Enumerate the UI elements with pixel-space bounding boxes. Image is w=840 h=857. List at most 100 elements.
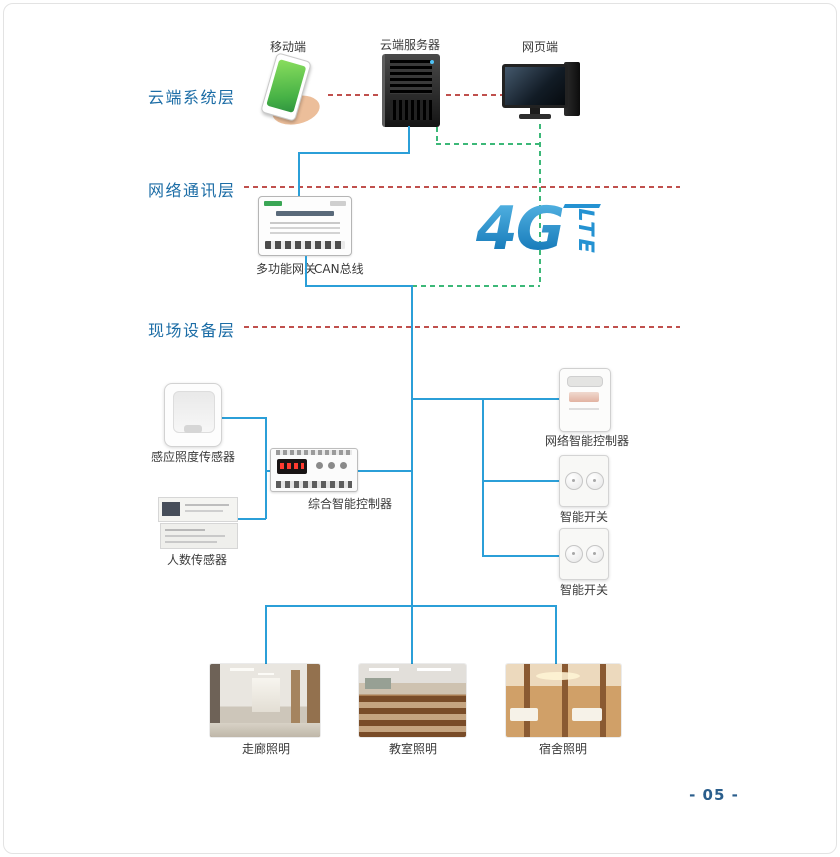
- gateway-terminals: [265, 241, 345, 249]
- layer-label-field: 现场设备层: [148, 321, 236, 340]
- corridor-label: 走廊照明: [241, 742, 290, 756]
- dormitory-bed-2: [572, 708, 602, 721]
- corridor-right-door-2: [291, 670, 300, 730]
- dormitory-light-glow: [536, 672, 580, 680]
- central-controller-image: [270, 448, 358, 492]
- connector-switch1-h: [482, 480, 559, 482]
- network-controller-window: [569, 392, 599, 402]
- connector-controller-trunk: [358, 470, 411, 472]
- gateway-text-line-1: [270, 222, 340, 224]
- central-controller-top-ports: [276, 450, 352, 455]
- connector-gateway-down: [305, 256, 307, 286]
- connector-4g-trunk-v: [539, 124, 541, 286]
- smart-switch-1-button-right-dot: [593, 479, 596, 482]
- 4g-text: 4G: [476, 194, 565, 264]
- connector-dormitory-v: [555, 605, 557, 664]
- smart-switch-1-button-left: [565, 472, 583, 490]
- people-sensor-image: [158, 497, 238, 549]
- gateway-image: [258, 196, 352, 256]
- monitor-base: [519, 114, 551, 119]
- corridor-left-door: [210, 664, 220, 737]
- server-web-link: [446, 94, 502, 96]
- classroom-label: 教室照明: [388, 742, 437, 756]
- server-slots: [390, 60, 432, 94]
- connector-right-branch-v: [482, 398, 484, 557]
- classroom-ceiling-light-2: [417, 668, 451, 671]
- smart-switch-1-label: 智能开关: [559, 510, 608, 524]
- gateway-text-line-2: [270, 227, 340, 229]
- corridor-ceiling-light-2: [258, 673, 274, 675]
- network-controller-label: 网络智能控制器: [544, 434, 629, 448]
- field-layer-divider-line: [244, 326, 680, 328]
- connector-gateway-top: [298, 152, 300, 197]
- monitor-frame: [502, 64, 568, 108]
- connector-peoplesensor-h: [238, 518, 266, 520]
- monitor-neck: [530, 108, 540, 114]
- connector-gateway-trunk-h: [305, 285, 412, 287]
- gateway-model-mark: [330, 201, 346, 206]
- mobile-phone-image: [250, 52, 326, 129]
- people-sensor-card2-line2: [165, 535, 225, 537]
- smart-switch-1-image: [559, 455, 609, 507]
- central-controller-button-1: [316, 462, 323, 469]
- connector-4g-trunk-h: [412, 285, 540, 287]
- connector-server-4g-v1: [436, 127, 438, 144]
- layer-label-network: 网络通讯层: [148, 181, 236, 200]
- connector-left-branch-v: [265, 417, 267, 519]
- dormitory-photo: [506, 664, 621, 737]
- smart-switch-2-button-right-dot: [593, 552, 596, 555]
- network-controller-image: [559, 368, 611, 432]
- connector-controller-left: [265, 470, 272, 472]
- web-label: 网页端: [521, 40, 558, 54]
- mobile-server-link: [328, 94, 380, 96]
- central-controller-display-digits: [280, 463, 304, 469]
- cloud-server-label: 云端服务器: [379, 38, 440, 52]
- connector-server-gateway-h: [298, 152, 410, 154]
- smart-switch-2-button-left: [565, 545, 583, 563]
- server-grille: [390, 100, 432, 120]
- people-sensor-card-1: [158, 497, 238, 522]
- gateway-label: 多功能网关: [255, 262, 316, 276]
- dormitory-label: 宿舍照明: [538, 742, 587, 756]
- smart-switch-2-button-right: [586, 545, 604, 563]
- corridor-end-wall: [252, 678, 280, 712]
- classroom-desk-rows: [359, 696, 466, 737]
- gateway-brand-mark: [264, 201, 282, 206]
- smart-switch-1-button-right: [586, 472, 604, 490]
- people-sensor-card-2: [160, 523, 238, 549]
- people-sensor-card2-line3: [165, 541, 217, 543]
- corridor-photo: [210, 664, 320, 737]
- smart-switch-2-button-left-dot: [572, 552, 575, 555]
- dormitory-post-2: [562, 664, 568, 737]
- people-sensor-card1-line2: [185, 510, 223, 512]
- 4g-lte-logo: 4G LTE: [476, 194, 606, 270]
- network-layer-divider-line: [244, 186, 680, 188]
- page-number: - 05 -: [689, 786, 739, 804]
- central-controller-terminals: [276, 481, 352, 488]
- network-controller-line: [569, 408, 599, 410]
- light-sensor-slot: [184, 425, 202, 433]
- lte-text: LTE: [573, 208, 598, 256]
- gateway-text-line-3: [270, 232, 340, 234]
- smart-switch-2-label: 智能开关: [559, 583, 608, 597]
- classroom-ceiling-light-1: [369, 668, 399, 671]
- light-sensor-image: [164, 383, 222, 447]
- server-led: [430, 60, 434, 64]
- dormitory-post-3: [600, 664, 606, 737]
- corridor-right-door-1: [307, 664, 320, 737]
- central-controller-button-2: [328, 462, 335, 469]
- connector-corridor-v: [265, 605, 267, 664]
- people-sensor-card1-line1: [185, 504, 229, 506]
- smart-switch-2-image: [559, 528, 609, 580]
- corridor-ceiling-light-1: [230, 668, 254, 671]
- dormitory-post-1: [524, 664, 530, 737]
- central-controller-label: 综合智能控制器: [307, 497, 392, 511]
- connector-switch2-h: [482, 555, 559, 557]
- connector-scenes-h: [265, 605, 557, 607]
- connector-netcontroller-h: [411, 398, 559, 400]
- connector-lightsensor-h: [222, 417, 266, 419]
- connector-main-trunk: [411, 285, 413, 664]
- people-sensor-card2-line1: [165, 529, 205, 531]
- classroom-board: [365, 678, 391, 689]
